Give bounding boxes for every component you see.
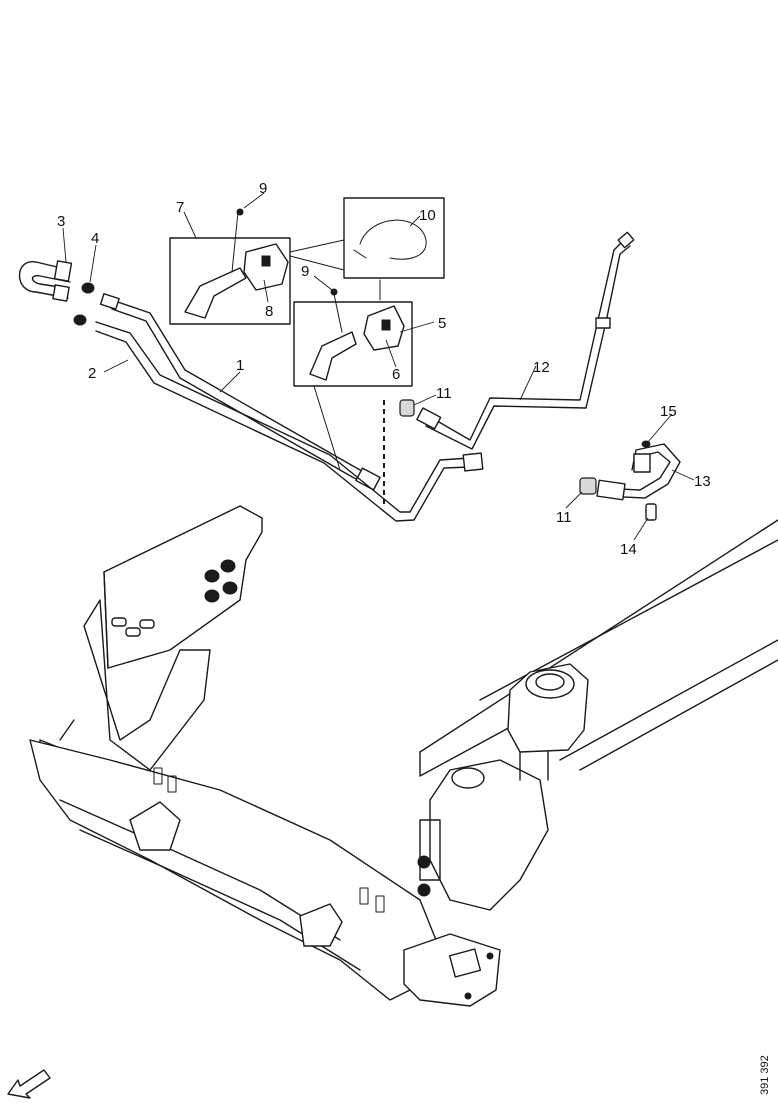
fluid-reservoir — [507, 663, 589, 781]
detail-box-7 — [169, 208, 291, 325]
callout-10: 10 — [419, 207, 436, 224]
callout-6: 6 — [392, 366, 400, 383]
steering-gear — [417, 759, 549, 911]
callout-11b: 11 — [556, 509, 572, 526]
grommet-11 — [399, 399, 597, 495]
front-axle-beam — [29, 739, 441, 1001]
callout-3: 3 — [57, 213, 65, 230]
callout-12: 12 — [533, 359, 550, 376]
callout-14: 14 — [620, 541, 637, 558]
clamp-4 — [73, 282, 95, 326]
hose-2 — [95, 321, 484, 522]
leader-lines — [62, 192, 695, 541]
detail-box-5 — [293, 279, 413, 471]
hose-13 — [596, 443, 681, 501]
callout-7: 7 — [176, 199, 184, 216]
callout-15: 15 — [660, 403, 677, 420]
frame-rail — [419, 519, 778, 777]
callout-5: 5 — [438, 315, 446, 332]
callout-2: 2 — [88, 365, 96, 382]
callout-9b: 9 — [301, 263, 309, 280]
callout-13: 13 — [694, 473, 711, 490]
u-pipe-3 — [19, 260, 73, 302]
callout-11a: 11 — [436, 385, 452, 402]
reference-number: 391 392 — [759, 1055, 771, 1095]
fitting-14-15 — [641, 440, 657, 521]
callout-1: 1 — [236, 357, 244, 374]
callout-8: 8 — [265, 303, 273, 320]
hose-1 — [99, 293, 381, 491]
hose-12 — [416, 231, 635, 450]
bracket-plate — [103, 505, 263, 669]
front-direction-arrow-icon — [7, 1069, 51, 1099]
callout-9a: 9 — [259, 180, 267, 197]
callout-4: 4 — [91, 230, 99, 247]
detail-box-10 — [289, 197, 445, 279]
wheel-hub — [403, 933, 501, 1007]
